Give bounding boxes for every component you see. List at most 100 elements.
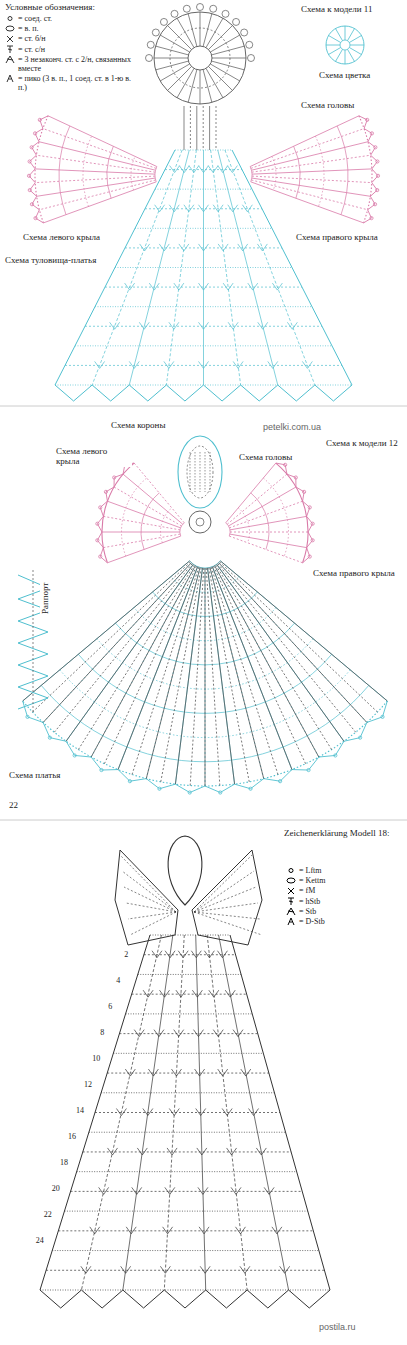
stitch-stroke	[246, 41, 253, 48]
stitch-stroke	[364, 129, 372, 142]
part-name: Схема левого крыла	[55, 446, 132, 467]
part-name: Схема платья	[8, 770, 61, 780]
stitch-stroke	[203, 150, 204, 385]
legend-text: = в. п.	[18, 24, 39, 33]
stitch-stroke	[198, 1187, 208, 1194]
stitch-stroke	[240, 1266, 250, 1273]
stitch-stroke	[189, 511, 211, 533]
stitch-symbol-stroke	[6, 26, 14, 31]
stitch-stroke	[43, 182, 156, 223]
stitch-stroke	[102, 463, 134, 563]
stitch-stroke	[154, 1030, 164, 1037]
stitch-stroke	[95, 1112, 280, 1113]
stitch-stroke	[77, 1171, 297, 1172]
stitch-stroke	[302, 490, 305, 493]
stitch-symbol	[4, 34, 16, 43]
stitch-stroke	[311, 539, 314, 542]
watermark: petelki.com.ua	[262, 422, 322, 432]
stitch-stroke	[194, 855, 252, 912]
stitch-stroke	[212, 46, 245, 55]
legend-text: = Stb	[299, 907, 316, 916]
stitch-stroke	[348, 49, 355, 61]
stitch-stroke	[376, 160, 379, 163]
row-number: 22	[43, 1210, 53, 1219]
stitch-stroke	[209, 106, 210, 150]
stitch-stroke	[123, 935, 173, 1290]
stitch-stroke	[349, 36, 361, 43]
stitch-stroke	[194, 871, 254, 912]
stitch-stroke	[204, 951, 214, 958]
stitch-stroke	[376, 174, 379, 177]
stitch-stroke	[256, 1148, 266, 1155]
stitch-stroke	[294, 476, 297, 479]
stitch-stroke	[199, 361, 209, 368]
stitch-stroke	[152, 951, 162, 958]
stitch-stroke	[99, 506, 102, 509]
stitch-stroke	[146, 55, 153, 62]
stitch-stroke	[366, 118, 369, 121]
stitch-stroke	[192, 990, 202, 997]
stitch-stroke	[263, 478, 288, 556]
stitch-stroke	[179, 244, 189, 251]
model-title: Схема к модели 12	[325, 438, 399, 448]
stitch-stroke	[294, 146, 300, 198]
stitch-stroke	[138, 974, 241, 975]
stitch-stroke	[370, 217, 373, 220]
stitch-stroke	[161, 508, 172, 543]
stitch-stroke	[178, 951, 188, 958]
stitch-stroke	[251, 142, 368, 171]
stitch-stroke	[218, 563, 356, 732]
stitch-stroke	[241, 1069, 251, 1076]
stitch-stroke	[95, 361, 105, 368]
part-name: Схема цветка	[318, 70, 371, 80]
stitch-stroke	[124, 887, 176, 912]
stitch-stroke	[337, 126, 348, 215]
stitch-stroke	[233, 361, 243, 368]
stitch-stroke	[373, 203, 376, 206]
stitch-stroke	[218, 150, 278, 385]
legend-row: = Kettm	[285, 876, 400, 885]
stitch-stroke	[191, 951, 201, 958]
legend-row: = ст. б/н	[4, 34, 139, 43]
stitch-stroke	[334, 754, 337, 757]
stitch-stroke	[40, 116, 48, 129]
stitch-stroke	[220, 561, 387, 701]
stitch-stroke	[116, 1109, 126, 1116]
stitch-symbol	[4, 24, 16, 33]
stitch-stroke	[36, 210, 44, 223]
row-number: 2	[123, 950, 129, 959]
stitch-stroke	[249, 1109, 259, 1116]
stitch-stroke	[172, 1069, 182, 1076]
part-name: Схема головы	[300, 100, 355, 110]
stitch-stroke	[149, 283, 159, 290]
stitch-stroke	[372, 169, 378, 183]
stitch-stroke	[34, 217, 37, 220]
stitch-stroke	[189, 166, 199, 173]
row-number: 10	[91, 1054, 101, 1063]
stitch-stroke	[156, 61, 189, 70]
stitch-stroke	[66, 564, 193, 741]
stitch-stroke	[141, 493, 159, 550]
stitch-stroke	[206, 68, 223, 97]
stitch-stroke	[264, 770, 292, 782]
stitch-stroke	[125, 1069, 135, 1076]
stitch-stroke	[148, 1069, 158, 1076]
stitch-stroke	[222, 10, 229, 17]
stitch-stroke	[165, 951, 175, 958]
stitch-stroke	[188, 46, 212, 70]
stitch-stroke	[374, 146, 377, 149]
stitch-stroke	[329, 48, 341, 55]
stitch-stroke	[78, 565, 194, 750]
row-number: 4	[115, 976, 121, 985]
stitch-stroke	[250, 116, 359, 167]
stitch-stroke	[238, 508, 249, 543]
stitch-stroke	[99, 555, 102, 558]
stitch-stroke	[364, 210, 372, 223]
stitch-stroke	[212, 61, 245, 70]
stitch-stroke	[238, 244, 248, 251]
stitch-stroke	[205, 568, 206, 786]
stitch-stroke	[210, 567, 264, 778]
stitch-stroke	[89, 1132, 286, 1133]
legend-text: = пико (3 в. п., 1 соед. ст. в 1-ю в. п.…	[18, 74, 139, 92]
stitch-stroke	[272, 1227, 282, 1234]
